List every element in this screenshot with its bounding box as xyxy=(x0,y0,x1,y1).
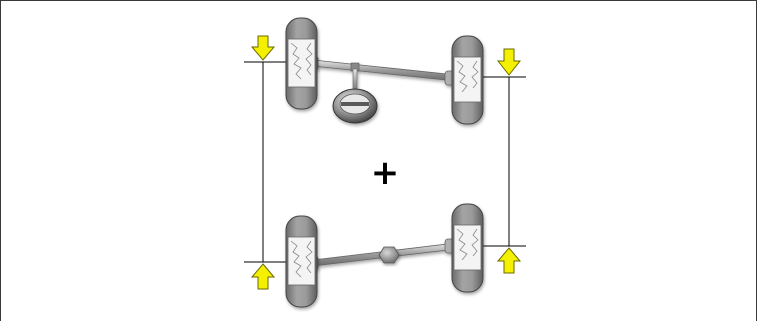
center-marker: + xyxy=(371,153,400,193)
front-axle xyxy=(303,55,460,98)
steering-wheel-icon xyxy=(332,88,378,124)
differential-icon xyxy=(378,246,400,264)
wheel-rear-left xyxy=(285,215,318,308)
wheel-front-right xyxy=(451,35,484,125)
wheel-rear-right xyxy=(451,203,484,293)
arrow-up-icon xyxy=(250,263,276,290)
arrow-up-icon xyxy=(496,247,522,274)
arrow-down-icon xyxy=(496,48,522,76)
arrow-down-icon xyxy=(250,35,276,61)
wheel-front-left xyxy=(285,17,318,110)
